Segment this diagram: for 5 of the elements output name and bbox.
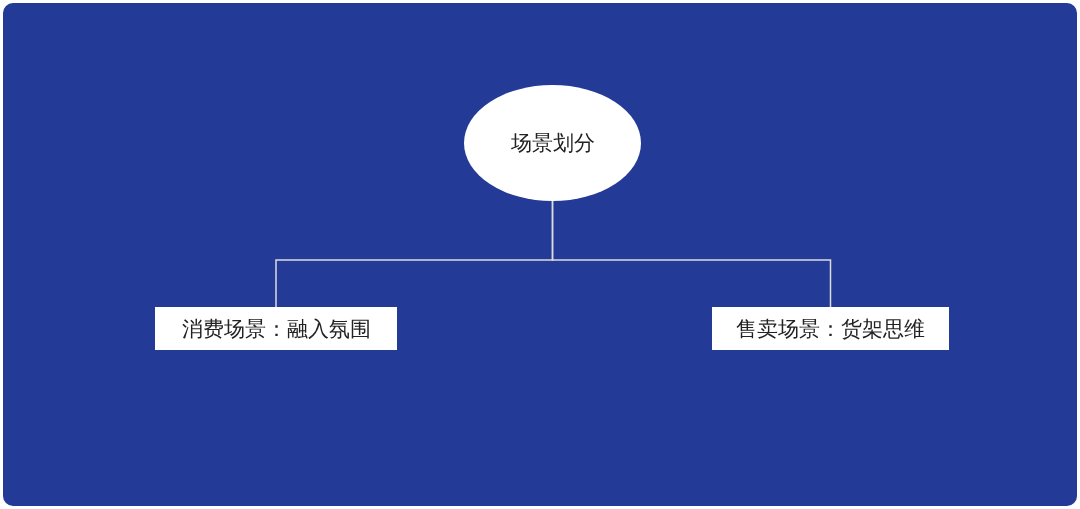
label-box: 消费场景：融入氛围 xyxy=(155,307,397,350)
topic-text: 场景划分 xyxy=(510,130,595,157)
topic-ellipse xyxy=(464,85,641,201)
label-box: 售卖场景：货架思维 xyxy=(712,307,949,350)
connector-line xyxy=(551,200,832,308)
